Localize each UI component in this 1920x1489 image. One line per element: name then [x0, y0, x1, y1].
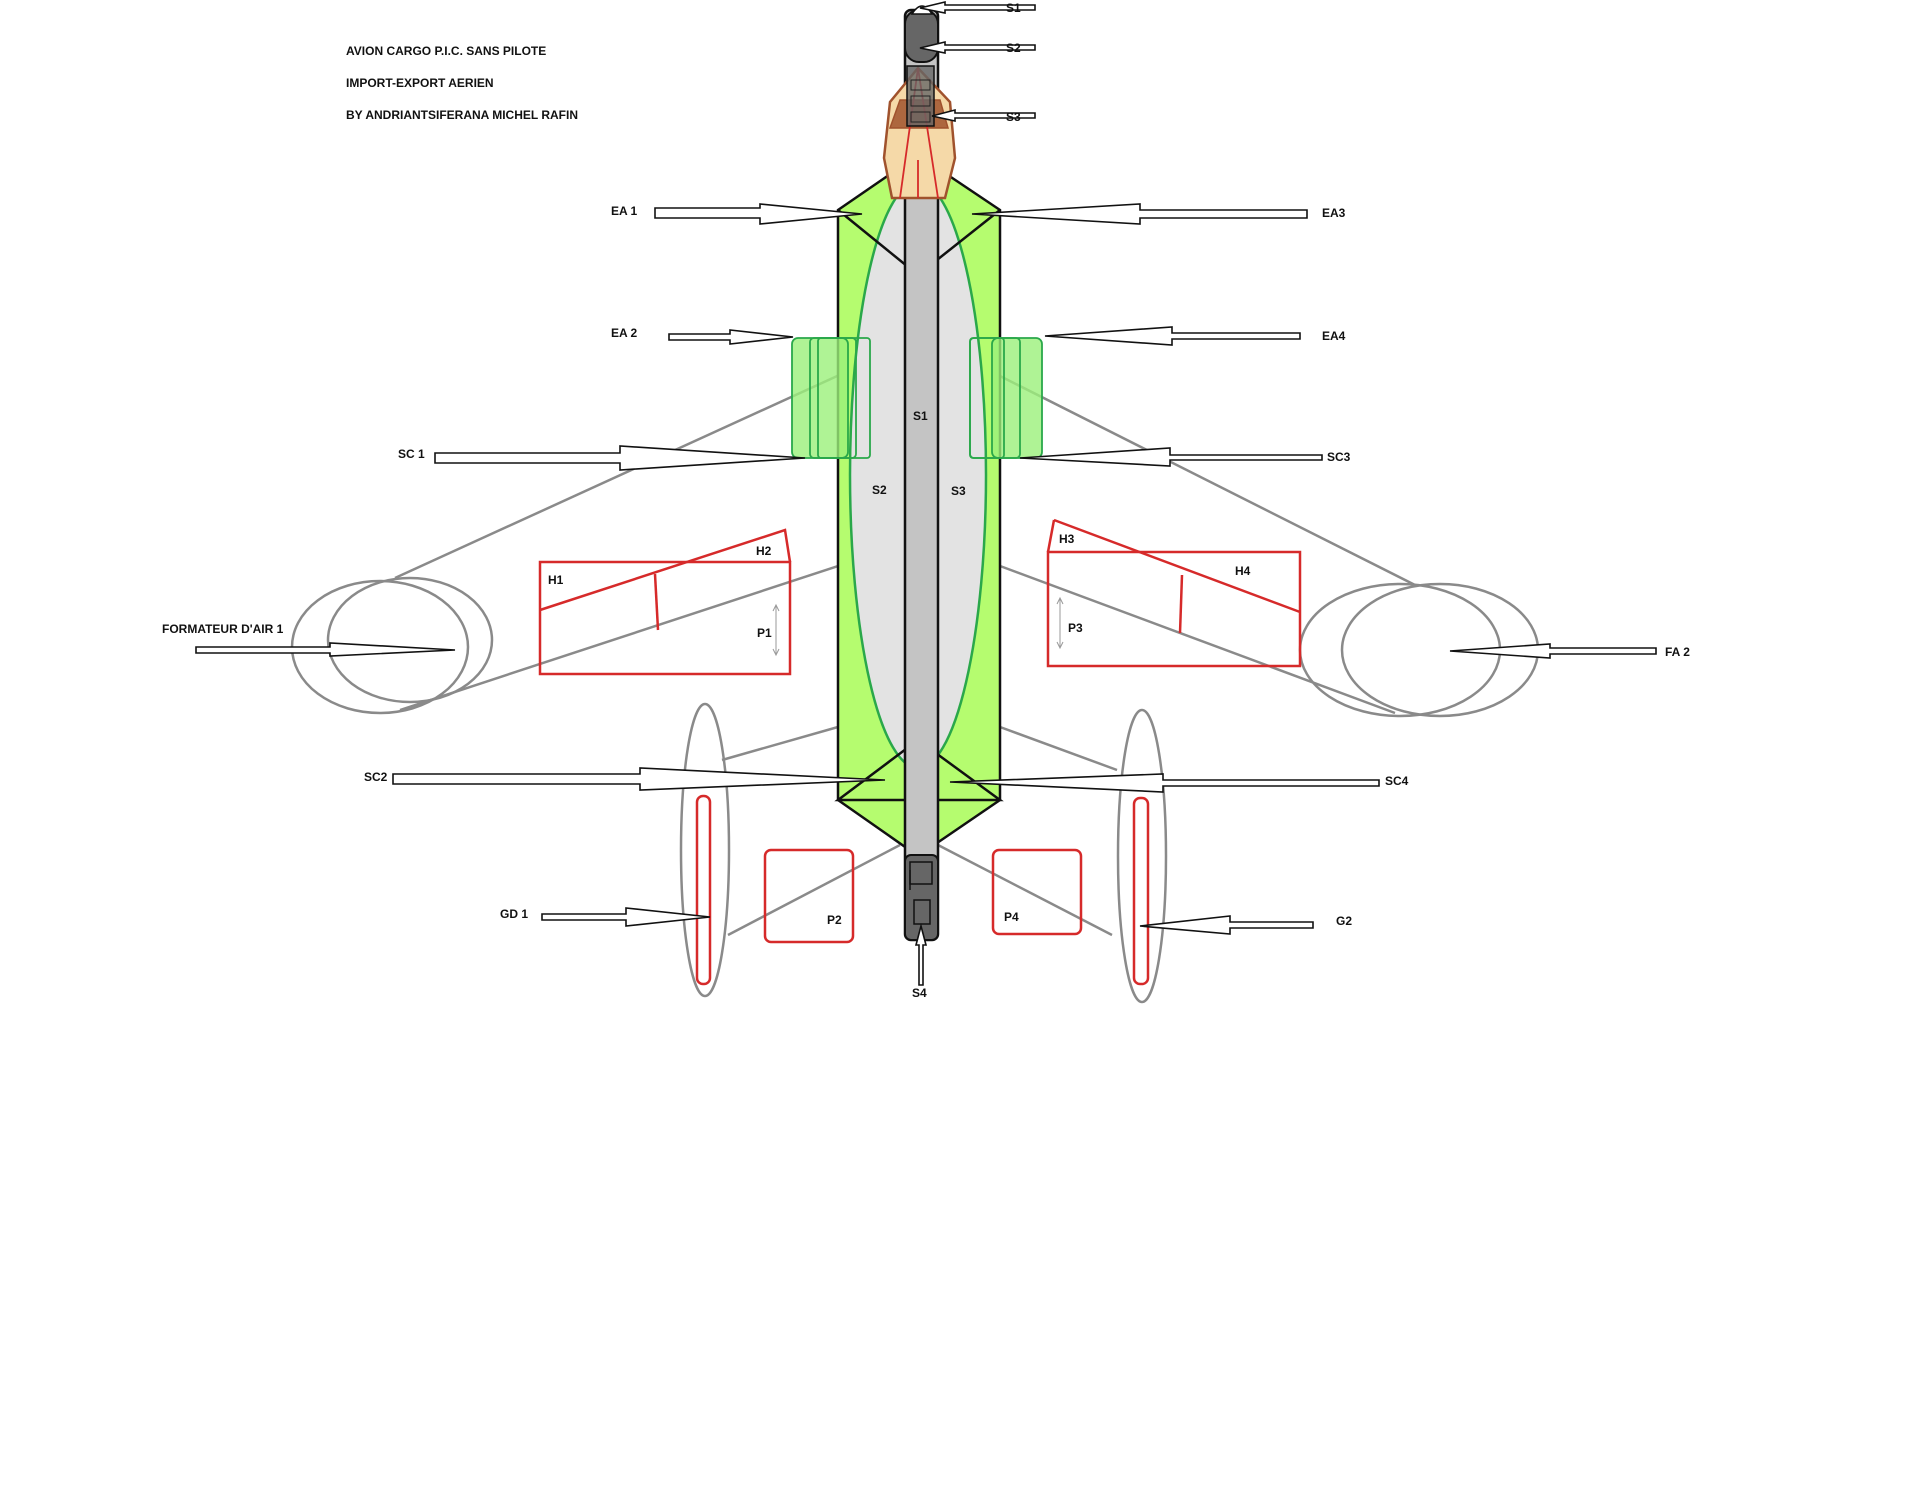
gear-gd1	[679, 702, 731, 998]
connect-line-g2-upper	[999, 725, 1118, 772]
label-sc4: SC4	[1385, 774, 1409, 788]
connect-line-left-lower	[399, 564, 839, 712]
label-g2: G2	[1336, 914, 1352, 928]
label-s2-body: S2	[872, 483, 887, 497]
cockpit-window-1	[910, 79, 931, 91]
cockpit-window-2	[910, 95, 931, 107]
arrow-ea3	[971, 203, 1308, 225]
arrow-sc4	[949, 773, 1380, 793]
label-ea1: EA 1	[611, 204, 638, 218]
label-ea3: EA3	[1322, 206, 1346, 220]
fa1-ellipse-inner	[326, 576, 494, 704]
g2-ellipse	[1116, 708, 1168, 1004]
title-line-1: AVION CARGO P.I.C. SANS PILOTE	[346, 44, 546, 58]
arrow-s2-top	[919, 40, 1036, 54]
label-s3-top: S3	[1006, 110, 1021, 124]
p1-arrowhead-down	[772, 648, 780, 657]
right-panel-divider	[1178, 574, 1184, 634]
arrow-ea1	[654, 203, 863, 225]
arrow-sc2	[392, 767, 886, 791]
left-pod-outer	[791, 337, 849, 459]
left-red-panel	[538, 528, 792, 676]
connect-line-left-upper	[394, 370, 847, 580]
arrow-sc1	[434, 445, 806, 471]
arrow-ea2	[668, 329, 794, 345]
label-s1-body: S1	[913, 409, 928, 423]
arrow-s4	[914, 922, 928, 986]
air-former-1	[290, 576, 494, 715]
right-pod-inner	[969, 337, 1005, 459]
g2-wheel	[1132, 796, 1150, 986]
label-fa2: FA 2	[1665, 645, 1690, 659]
label-gd1: GD 1	[500, 907, 528, 921]
nose-cone	[904, 9, 939, 63]
title-line-2: IMPORT-EXPORT AERIEN	[346, 76, 494, 90]
label-p4: P4	[1004, 910, 1019, 924]
label-ea2: EA 2	[611, 326, 638, 340]
connect-line-gd1-lower	[727, 843, 901, 937]
left-panel-diagonal	[539, 528, 792, 612]
left-panel-divider	[653, 573, 660, 631]
arrow-gd1	[541, 907, 711, 927]
p3-arrowhead-up	[1056, 596, 1064, 605]
p2-box	[763, 848, 855, 944]
arrow-fa2	[1449, 643, 1657, 659]
label-s3-body: S3	[951, 484, 966, 498]
label-p2: P2	[827, 913, 842, 927]
arrows	[195, 0, 1657, 986]
gray-connection-lines	[394, 370, 1416, 937]
labels: S1 S2 S3 S1 S2 S3 S4 EA 1 EA3 EA 2 EA4 S…	[162, 1, 1690, 1000]
gd1-wheel	[695, 794, 712, 986]
label-sc1: SC 1	[398, 447, 425, 461]
left-pod-ea2	[791, 337, 871, 459]
label-s2-top: S2	[1006, 41, 1021, 55]
title-line-3: BY ANDRIANTSIFERANA MICHEL RAFIN	[346, 108, 578, 122]
title-block: AVION CARGO P.I.C. SANS PILOTE IMPORT-EX…	[346, 44, 578, 122]
gd1-ellipse	[679, 702, 731, 998]
left-pod-inner	[817, 337, 871, 459]
p4-box	[991, 848, 1083, 936]
cockpit-window-3	[910, 111, 931, 123]
connect-line-g2-lower	[937, 843, 1113, 937]
tail-box-2	[913, 899, 931, 925]
label-s4: S4	[912, 986, 927, 1000]
right-panel-edge	[1046, 519, 1056, 553]
right-panel-rect	[1046, 550, 1302, 668]
right-panel-diagonal	[1053, 518, 1301, 614]
arrow-s3-top	[931, 108, 1036, 122]
label-p1: P1	[757, 626, 772, 640]
arrow-g2	[1139, 915, 1314, 935]
arrow-sc3	[1019, 447, 1323, 467]
cockpit	[882, 65, 957, 200]
gear-g2	[1116, 708, 1168, 1004]
label-h1: H1	[548, 573, 564, 587]
label-sc2: SC2	[364, 770, 388, 784]
p1-arrowhead-up	[772, 603, 780, 612]
right-pod-outer	[991, 337, 1043, 459]
label-s1-top: S1	[1006, 1, 1021, 15]
connect-line-gd1-upper	[721, 725, 839, 762]
label-p3: P3	[1068, 621, 1083, 635]
p3-arrowhead-down	[1056, 641, 1064, 650]
arrow-fa1	[195, 642, 456, 657]
arrow-ea4	[1044, 326, 1301, 346]
left-panel-rect	[538, 560, 792, 676]
right-red-panel	[1046, 518, 1302, 668]
label-ea4: EA4	[1322, 329, 1346, 343]
label-h2: H2	[756, 544, 772, 558]
label-sc3: SC3	[1327, 450, 1351, 464]
label-fa1: FORMATEUR D'AIR 1	[162, 622, 284, 636]
right-pod-ea4	[969, 337, 1043, 459]
label-h3: H3	[1059, 532, 1075, 546]
connect-line-right-upper	[991, 370, 1416, 587]
arrow-s1-top	[919, 0, 1036, 14]
connect-line-right-lower	[999, 564, 1396, 715]
label-h4: H4	[1235, 564, 1251, 578]
